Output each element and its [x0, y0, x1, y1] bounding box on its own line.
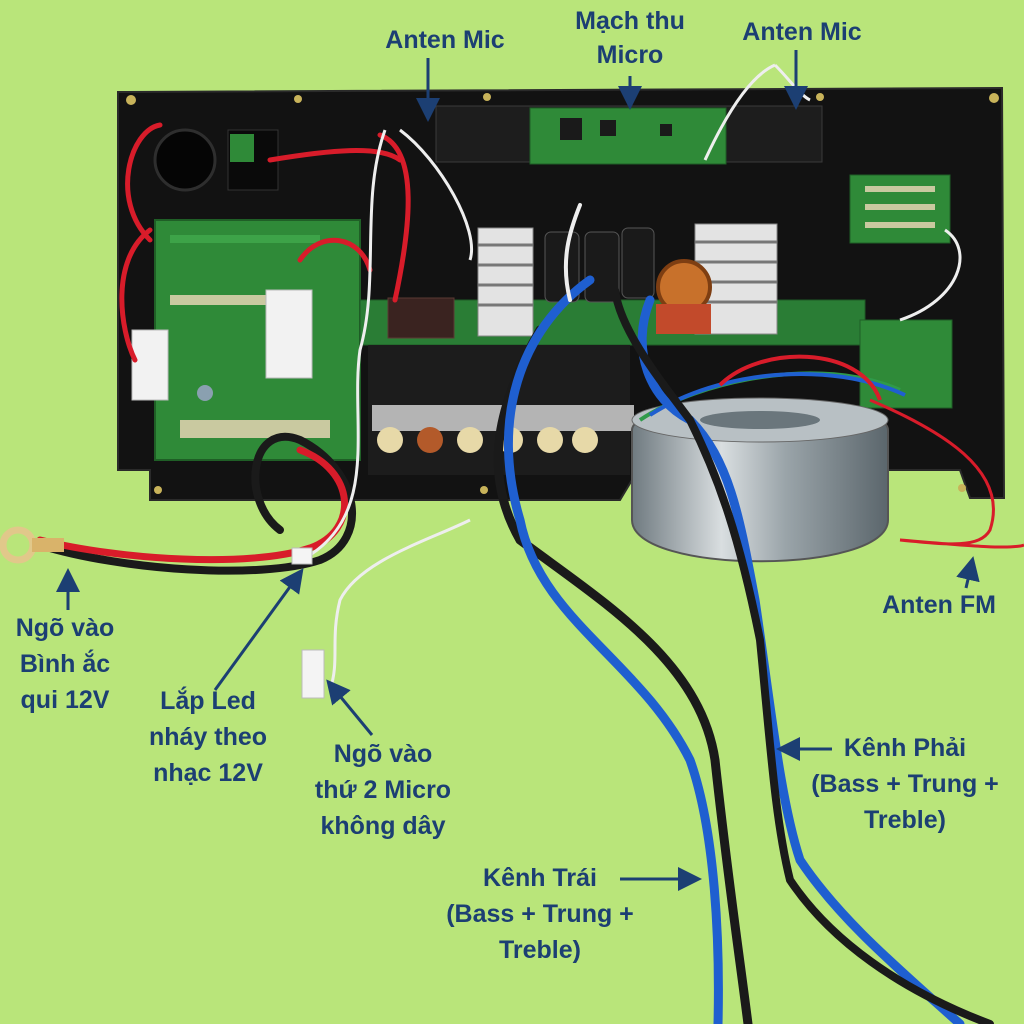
arrow-lap-led: [213, 568, 304, 691]
fm-antenna-wire: [869, 398, 1024, 549]
label-anten-mic-left: Anten Mic: [355, 22, 535, 58]
label-lap-led: Lắp Led nháy theo nhạc 12V: [128, 683, 288, 791]
black-relay: [387, 297, 455, 339]
mic-connector-plug: [301, 649, 325, 699]
capacitors: [544, 227, 655, 303]
label-line: Treble): [499, 936, 581, 964]
fm-module: [849, 174, 951, 244]
label-kenh-trai: Kênh Trái (Bass + Trung + Treble): [420, 860, 660, 968]
white-connector-mid: [265, 289, 313, 379]
arrow-ngo-vao-micro2: [326, 679, 374, 736]
label-line: nháy theo: [148, 723, 268, 751]
heatsink-left: [477, 227, 534, 337]
speaker-cables: [493, 203, 994, 1024]
toroidal-transformer: [631, 397, 889, 563]
label-line: (Bass + Trung +: [811, 770, 999, 798]
label-line: không dây: [320, 812, 446, 840]
label-line: Anten Mic: [385, 26, 505, 54]
label-line: (Bass + Trung +: [446, 900, 634, 928]
label-line: nhạc 12V: [153, 759, 263, 787]
label-line: thứ 2 Micro: [314, 776, 452, 804]
label-line: Kênh Trái: [483, 864, 597, 892]
annotation-arrows: [56, 50, 980, 891]
label-ngo-vao-micro2: Ngõ vào thứ 2 Micro không dây: [298, 736, 468, 844]
label-kenh-phai: Kênh Phải (Bass + Trung + Treble): [786, 730, 1024, 838]
white-connector-left: [131, 329, 169, 401]
label-anten-mic-right: Anten Mic: [712, 14, 892, 50]
label-line: Anten Mic: [742, 18, 862, 46]
label-line: Anten FM: [882, 591, 996, 619]
label-line: Mạch thu: [575, 7, 685, 35]
right-pcb: [859, 319, 953, 409]
label-anten-fm: Anten FM: [864, 587, 1014, 623]
label-line: Ngõ vào: [333, 740, 433, 768]
red-relay: [656, 304, 711, 334]
label-line: qui 12V: [20, 686, 110, 714]
power-socket: [153, 128, 217, 192]
label-mach-thu-micro: Mạch thu Micro: [550, 4, 710, 72]
battery-ring-terminal: [0, 526, 37, 564]
mic-receiver-module: [529, 107, 727, 165]
label-line: Micro: [596, 41, 664, 69]
label-line: Ngõ vào: [15, 614, 115, 642]
label-line: Kênh Phải: [843, 734, 967, 762]
led-connector-plug: [291, 547, 313, 565]
label-ngo-vao-binh: Ngõ vào Bình ắc qui 12V: [0, 610, 130, 718]
arrow-anten-fm: [956, 556, 980, 589]
label-line: Bình ắc: [19, 650, 111, 678]
label-line: Lắp Led: [160, 687, 256, 715]
left-pcb: [154, 219, 361, 461]
label-line: Treble): [864, 806, 946, 834]
